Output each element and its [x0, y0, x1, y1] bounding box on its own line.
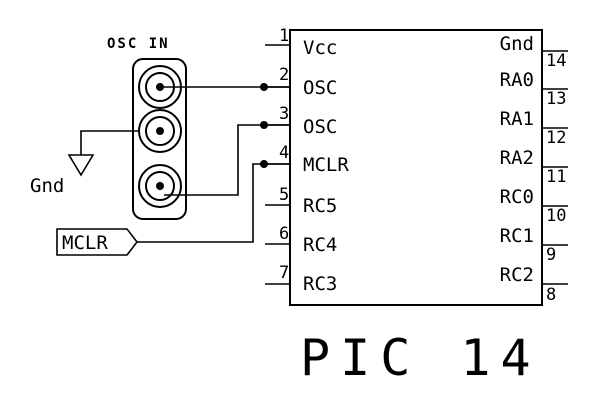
pin-number: 1: [279, 26, 289, 46]
connector-jack-3: [138, 164, 182, 208]
pin-label: RC1: [500, 225, 534, 247]
pin-number: 12: [546, 128, 566, 148]
left-pin-stubs: [265, 44, 290, 285]
connector-jack-2: [138, 109, 182, 153]
pin-label: RC3: [303, 273, 337, 295]
ground-label: Gnd: [30, 175, 64, 197]
pin-number: 10: [546, 206, 566, 226]
right-pin-stubs: [542, 50, 568, 285]
pin-label: RC4: [303, 234, 337, 256]
chip-title: PIC 14: [300, 329, 541, 387]
pin-number: 6: [279, 224, 289, 244]
pin-label: OSC: [303, 77, 337, 99]
ground-icon: [67, 154, 95, 177]
mclr-tag-shape: [56, 228, 139, 256]
pin-number: 7: [279, 263, 289, 283]
pin-number: 11: [546, 167, 566, 187]
junction-dot: [260, 83, 268, 91]
osc-in-title: OSC IN: [107, 36, 170, 52]
pin-label: RA2: [500, 147, 534, 169]
pin-label: RA0: [500, 69, 534, 91]
wire-mclr-pin4: [137, 163, 290, 243]
pin-number: 9: [546, 245, 556, 265]
pin-number: 2: [279, 65, 289, 85]
pin-number: 14: [546, 51, 566, 71]
pin-label: OSC: [303, 116, 337, 138]
osc-connector: [132, 58, 187, 220]
junction-dot: [260, 160, 268, 168]
junction-dot: [260, 121, 268, 129]
pin-label: RC0: [500, 186, 534, 208]
pin-label: Vcc: [303, 37, 337, 59]
mclr-tag: MCLR: [56, 228, 139, 256]
ground-connection: [67, 130, 139, 177]
pin-label: RA1: [500, 108, 534, 130]
pin-label: Gnd: [500, 33, 534, 55]
connector-housing: [132, 58, 187, 220]
pin-label: RC5: [303, 195, 337, 217]
mclr-tag-label: MCLR: [62, 232, 108, 254]
pin-number: 13: [546, 89, 566, 109]
pin-number: 4: [279, 143, 289, 163]
pin-number: 5: [279, 185, 289, 205]
pin-number: 8: [546, 285, 556, 305]
pin-number: 3: [279, 104, 289, 124]
pin-label: RC2: [500, 264, 534, 286]
wire-osc-pin3: [164, 124, 290, 196]
pin-label: MCLR: [303, 154, 349, 176]
